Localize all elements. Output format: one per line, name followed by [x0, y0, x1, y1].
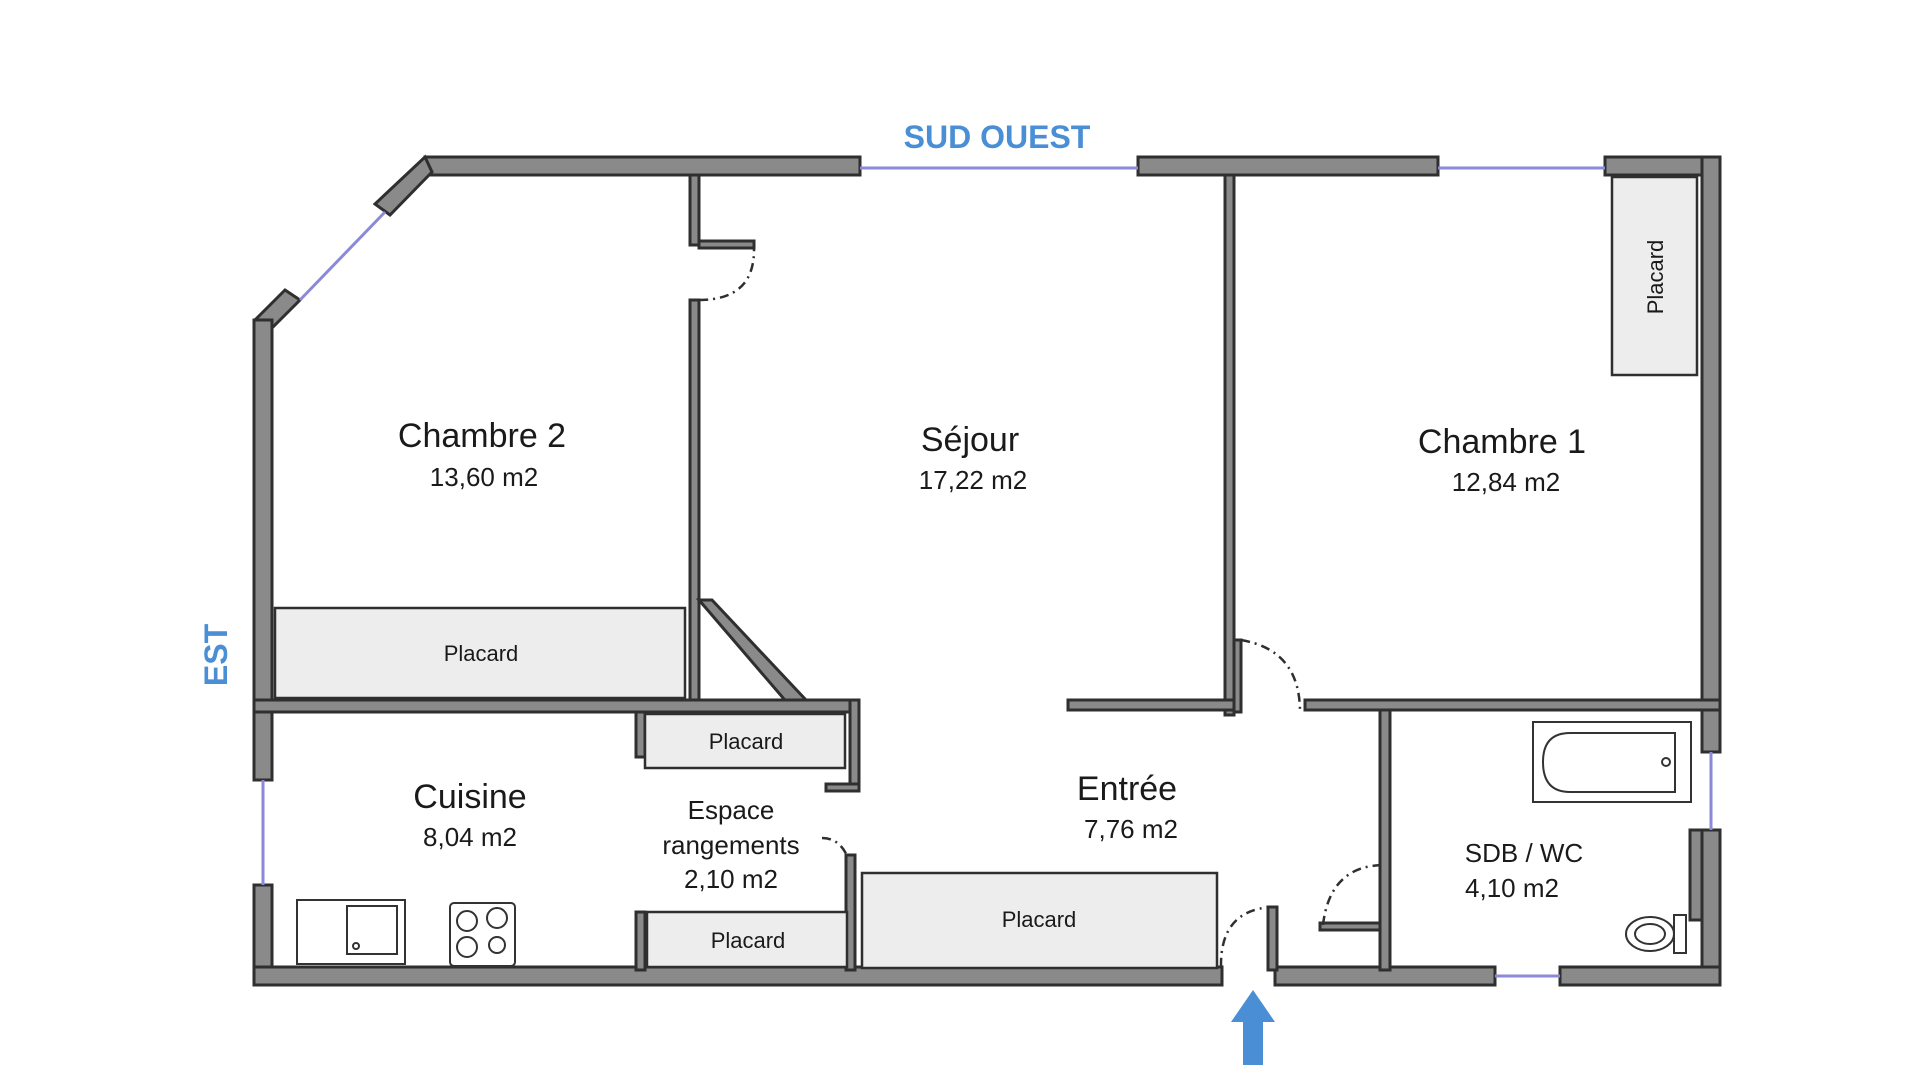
room-area: 13,60 m2: [430, 462, 538, 492]
room-area: 7,76 m2: [1084, 814, 1178, 844]
room-area: 12,84 m2: [1452, 467, 1560, 497]
door-rangement: [821, 836, 850, 859]
closet-label: Placard: [709, 729, 784, 754]
window-chambre2: [298, 210, 387, 302]
bathtub-icon: [1532, 721, 1692, 803]
room-area: 17,22 m2: [919, 465, 1027, 495]
closets: [273, 175, 1699, 970]
room-name: Séjour: [921, 421, 1019, 459]
door-sdb: [1321, 863, 1386, 926]
interior-walls: [252, 173, 1722, 972]
closet-chambre2: [273, 606, 687, 700]
closet-label: Placard: [711, 928, 786, 953]
windows: [261, 166, 1713, 978]
room-name: Chambre 2: [398, 417, 566, 455]
closet-label: Placard: [1643, 240, 1668, 315]
orientation-label-left: EST: [198, 623, 234, 686]
closet-rangement-top: [643, 712, 847, 770]
room-rangements: Espace rangements 2,10 m2: [662, 795, 799, 894]
room-name: Entrée: [1077, 770, 1177, 808]
room-area: 8,04 m2: [423, 822, 517, 852]
door-swings: [698, 247, 1386, 968]
room-area: 4,10 m2: [1465, 873, 1559, 903]
exterior-walls: [252, 154, 1722, 987]
closet-label: Placard: [444, 641, 519, 666]
orientation-label-top: SUD OUEST: [904, 119, 1091, 155]
closet-entree: [860, 871, 1219, 970]
closet-rangement-bottom: [645, 910, 849, 969]
closet-label: Placard: [1002, 907, 1077, 932]
cooktop-icon: [449, 902, 516, 967]
door-entrance: [1219, 905, 1273, 968]
room-sdb: SDB / WC 4,10 m2: [1465, 838, 1583, 903]
room-name: Cuisine: [413, 778, 526, 816]
room-cuisine: Cuisine 8,04 m2: [413, 778, 526, 852]
up-arrow-icon: [1231, 990, 1275, 1065]
room-name-line1: Espace: [688, 795, 775, 825]
room-chambre1: Chambre 1 12,84 m2: [1418, 423, 1586, 497]
room-entree: Entrée 7,76 m2: [1077, 770, 1178, 844]
room-name: SDB / WC: [1465, 838, 1583, 868]
closet-chambre1: [1610, 175, 1699, 377]
room-sejour: Séjour 17,22 m2: [919, 421, 1027, 495]
room-chambre2: Chambre 2 13,60 m2: [398, 417, 566, 492]
room-name-line2: rangements: [662, 830, 799, 860]
door-chambre2: [698, 247, 756, 302]
toilet-icon: [1625, 914, 1687, 954]
door-chambre1: [1240, 638, 1302, 713]
sink-icon: [296, 899, 406, 965]
room-area: 2,10 m2: [684, 864, 778, 894]
room-name: Chambre 1: [1418, 423, 1586, 461]
fixtures: [296, 721, 1692, 967]
